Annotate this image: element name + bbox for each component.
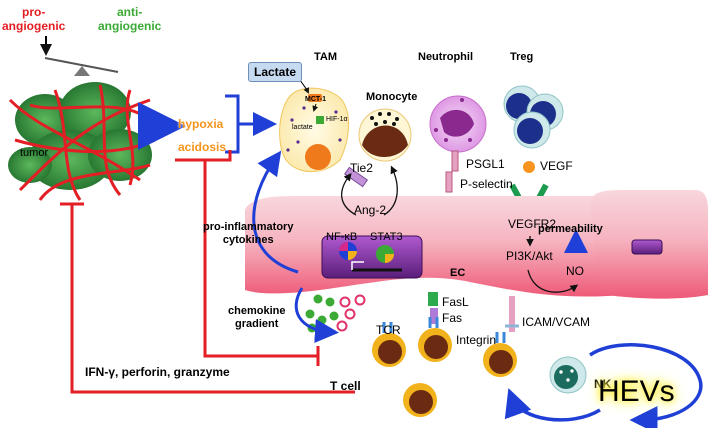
pro-inflammatory-cytokines-label: pro-inflammatory cytokines bbox=[203, 222, 293, 246]
chemokine-gradient-label: chemokine gradient bbox=[228, 306, 285, 330]
tam-label: TAM bbox=[314, 51, 338, 63]
stat3-label: STAT3 bbox=[370, 231, 403, 243]
tumor-illustration bbox=[8, 82, 156, 201]
permeability-label: permeability bbox=[538, 223, 603, 235]
t-cell-label: T cell bbox=[330, 379, 361, 393]
ec-label: EC bbox=[450, 267, 466, 279]
neutrophil-label: Neutrophil bbox=[418, 51, 473, 63]
treg-cell bbox=[503, 85, 564, 149]
tam-cell bbox=[279, 79, 350, 173]
anti-angiogenic-line1: anti- bbox=[117, 5, 143, 19]
acidosis-label: acidosis bbox=[178, 140, 227, 154]
pro-inflammatory-line1: pro-inflammatory bbox=[203, 221, 294, 233]
balance-scale-icon bbox=[40, 36, 119, 76]
ifn-perforin-granzyme-label: IFN-γ, perforin, granzyme bbox=[85, 365, 230, 379]
tumor-label: tumor bbox=[20, 147, 49, 159]
ang2-label: Ang-2 bbox=[354, 203, 387, 217]
treg-label: Treg bbox=[510, 51, 534, 63]
vegfr2-label: VEGFR2 bbox=[508, 217, 557, 231]
vegf-label: VEGF bbox=[540, 159, 573, 173]
nk-cell bbox=[549, 356, 587, 394]
endothelial-cell bbox=[245, 196, 625, 297]
monocyte-label: Monocyte bbox=[366, 91, 418, 103]
hevs-label: HEVs bbox=[598, 375, 675, 408]
fas-label: Fas bbox=[442, 311, 463, 325]
t-cells bbox=[372, 317, 517, 417]
chemokine-line2: gradient bbox=[235, 318, 279, 330]
no-label: NO bbox=[566, 264, 584, 278]
fasl-label: FasL bbox=[442, 295, 469, 309]
psgl1-label: PSGL1 bbox=[466, 157, 505, 171]
p-selectin-label: P-selectin bbox=[460, 177, 513, 191]
lactate-box: Lactate bbox=[248, 62, 302, 82]
hif-label: HIF-1α bbox=[326, 116, 348, 123]
ec-nucleus bbox=[321, 235, 423, 279]
anti-angiogenic-line2: angiogenic bbox=[98, 19, 162, 33]
pro-inflammatory-line2: cytokines bbox=[222, 234, 274, 246]
monocyte-cell bbox=[343, 108, 412, 188]
lactate-inner-label: lactate bbox=[292, 124, 313, 131]
chemokine-line1: chemokine bbox=[228, 305, 286, 317]
anti-angiogenic-label: anti- angiogenic bbox=[98, 6, 161, 32]
pro-angiogenic-label: pro- angiogenic bbox=[2, 6, 65, 32]
nfkb-label: NF-κB bbox=[326, 231, 358, 243]
hypoxia-label: hypoxia bbox=[178, 117, 224, 131]
icam-vcam-label: ICAM/VCAM bbox=[522, 315, 591, 329]
pro-angiogenic-line2: angiogenic bbox=[2, 19, 66, 33]
pi3k-akt-label: PI3K/Akt bbox=[506, 249, 553, 263]
neutrophil-cell bbox=[429, 95, 487, 193]
nk-label: NK bbox=[594, 377, 612, 391]
pro-angiogenic-line1: pro- bbox=[22, 5, 46, 19]
integrin-label: Integrin bbox=[456, 333, 497, 347]
tie2-label: Tie2 bbox=[350, 161, 373, 175]
tcr-label: TCR bbox=[376, 323, 401, 337]
mct1-label: MCT-1 bbox=[305, 96, 326, 103]
